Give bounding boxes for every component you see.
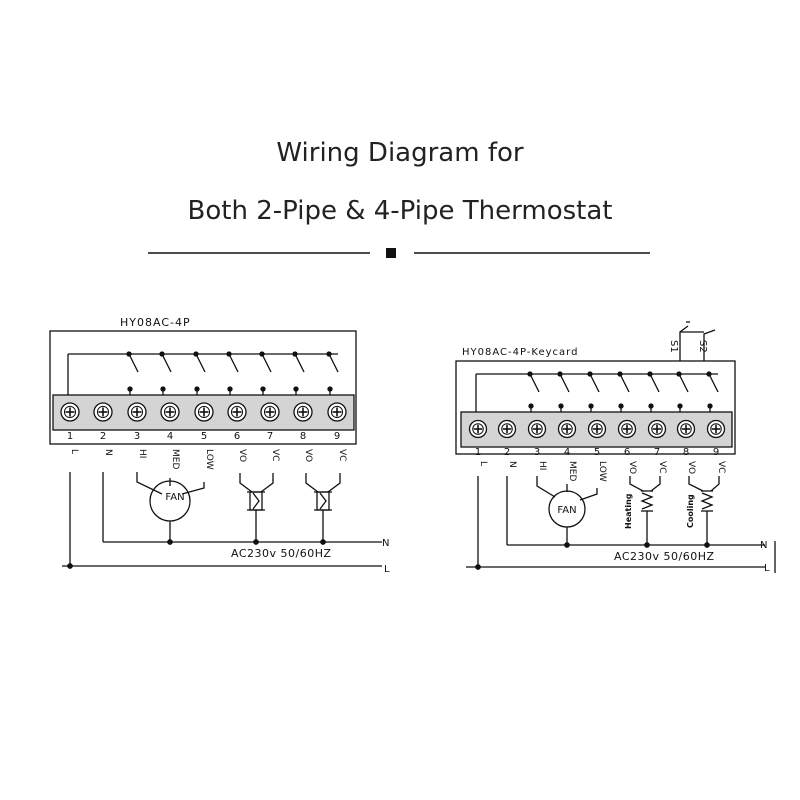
right-relay-contact-5 xyxy=(647,371,660,412)
right-terminal-3: 3 xyxy=(534,447,540,458)
right-supply-label: AC230v 50/60HZ xyxy=(614,550,715,563)
left-screw-5 xyxy=(194,402,214,422)
right-line-n: N xyxy=(760,540,767,551)
right-diagram: HY08AC-4P-Keycard xyxy=(455,321,736,455)
title-line-1: Wiring Diagram for xyxy=(276,138,524,168)
left-label-vo-1: VO xyxy=(237,449,247,462)
left-terminal-5: 5 xyxy=(201,431,207,442)
left-terminal-6: 6 xyxy=(234,431,240,442)
right-relay-contact-2 xyxy=(557,371,570,412)
left-relay-contact-3 xyxy=(193,351,206,395)
title-line-2: Both 2-Pipe & 4-Pipe Thermostat xyxy=(187,196,613,226)
heating-label: Heating xyxy=(624,493,633,529)
cooling-label: Cooling xyxy=(686,494,695,528)
right-fan-label: FAN xyxy=(557,505,576,516)
right-screw-5 xyxy=(587,419,607,439)
right-label-n: N xyxy=(507,461,517,468)
left-label-vo-2: VO xyxy=(303,449,313,462)
left-diagram: HY08AC-4P xyxy=(49,316,357,445)
right-screw-3 xyxy=(527,419,547,439)
left-terminal-9: 9 xyxy=(334,431,340,442)
left-screw-7 xyxy=(260,402,280,422)
right-label-med: MED xyxy=(567,461,577,481)
left-line-l: L xyxy=(384,564,390,575)
right-screw-2 xyxy=(497,419,517,439)
right-terminal-1: 1 xyxy=(475,447,481,458)
right-terminal-4: 4 xyxy=(564,447,570,458)
left-terminal-labels: L N HI MED LOW VO VC VO VC xyxy=(69,449,347,470)
left-terminal-2: 2 xyxy=(100,431,106,442)
left-screw-4 xyxy=(160,402,180,422)
left-terminal-4: 4 xyxy=(167,431,173,442)
right-line-l: L xyxy=(764,563,770,574)
right-screw-9 xyxy=(706,419,726,439)
right-relay-contact-1 xyxy=(527,371,540,412)
right-label-vo-1: VO xyxy=(627,461,637,474)
right-label-hi: HI xyxy=(537,461,547,470)
left-relay-contact-7 xyxy=(326,351,339,395)
left-terminal-3: 3 xyxy=(134,431,140,442)
left-screw-1 xyxy=(60,402,80,422)
right-terminal-2: 2 xyxy=(504,447,510,458)
left-screw-8 xyxy=(293,402,313,422)
right-screw-7 xyxy=(647,419,667,439)
left-screw-9 xyxy=(327,402,347,422)
left-model-label: HY08AC-4P xyxy=(120,316,191,329)
left-terminal-1: 1 xyxy=(67,431,73,442)
right-relay-contact-6 xyxy=(676,371,689,412)
right-label-low: LOW xyxy=(597,461,607,482)
right-relay-contact-7 xyxy=(706,371,719,412)
title-divider xyxy=(148,248,650,258)
right-model-label: HY08AC-4P-Keycard xyxy=(462,347,578,358)
left-label-low: LOW xyxy=(204,449,214,470)
right-terminal-6: 6 xyxy=(624,447,630,458)
right-wiring xyxy=(466,476,776,573)
left-relay-contact-6 xyxy=(292,351,305,395)
right-terminal-8: 8 xyxy=(683,447,689,458)
right-relay-contact-3 xyxy=(587,371,600,412)
left-label-l: L xyxy=(69,449,79,454)
right-terminal-5: 5 xyxy=(594,447,600,458)
left-supply-label: AC230v 50/60HZ xyxy=(231,547,332,560)
left-line-n: N xyxy=(382,538,389,549)
left-relay-contact-2 xyxy=(159,351,172,395)
left-label-vc-2: VC xyxy=(337,449,347,461)
right-label-vc-2: VC xyxy=(716,461,726,473)
switch-s1-label: S1 xyxy=(668,340,679,353)
left-fan-label: FAN xyxy=(165,492,184,503)
right-terminal-numbers: 1 2 3 4 5 6 7 8 9 xyxy=(475,447,719,458)
switch-s2-label: S2 xyxy=(697,340,708,353)
left-wiring xyxy=(62,472,382,569)
left-screw-2 xyxy=(93,402,113,422)
left-relay-contact-5 xyxy=(259,351,272,395)
right-label-vo-2: VO xyxy=(686,461,696,474)
right-terminal-labels: L N HI MED LOW VO VC VO VC xyxy=(478,461,726,482)
left-screw-3 xyxy=(127,402,147,422)
right-terminal-7: 7 xyxy=(654,447,660,458)
left-label-n: N xyxy=(103,449,113,456)
left-screw-6 xyxy=(227,402,247,422)
right-relay-contact-4 xyxy=(617,371,630,412)
right-label-l: L xyxy=(478,461,488,466)
left-terminal-numbers: 1 2 3 4 5 6 7 8 9 xyxy=(67,431,340,442)
left-relay-contact-4 xyxy=(226,351,239,395)
left-terminal-8: 8 xyxy=(300,431,306,442)
right-screw-8 xyxy=(676,419,696,439)
right-label-vc-1: VC xyxy=(657,461,667,473)
right-screw-6 xyxy=(617,419,637,439)
right-thermostat-box xyxy=(455,360,736,455)
left-label-hi: HI xyxy=(137,449,147,458)
right-screw-1 xyxy=(468,419,488,439)
left-label-med: MED xyxy=(170,449,180,469)
left-label-vc-1: VC xyxy=(270,449,280,461)
left-terminal-7: 7 xyxy=(267,431,273,442)
left-thermostat-box xyxy=(49,330,357,445)
right-terminal-9: 9 xyxy=(713,447,719,458)
right-screw-4 xyxy=(557,419,577,439)
left-relay-contact-1 xyxy=(126,351,139,395)
